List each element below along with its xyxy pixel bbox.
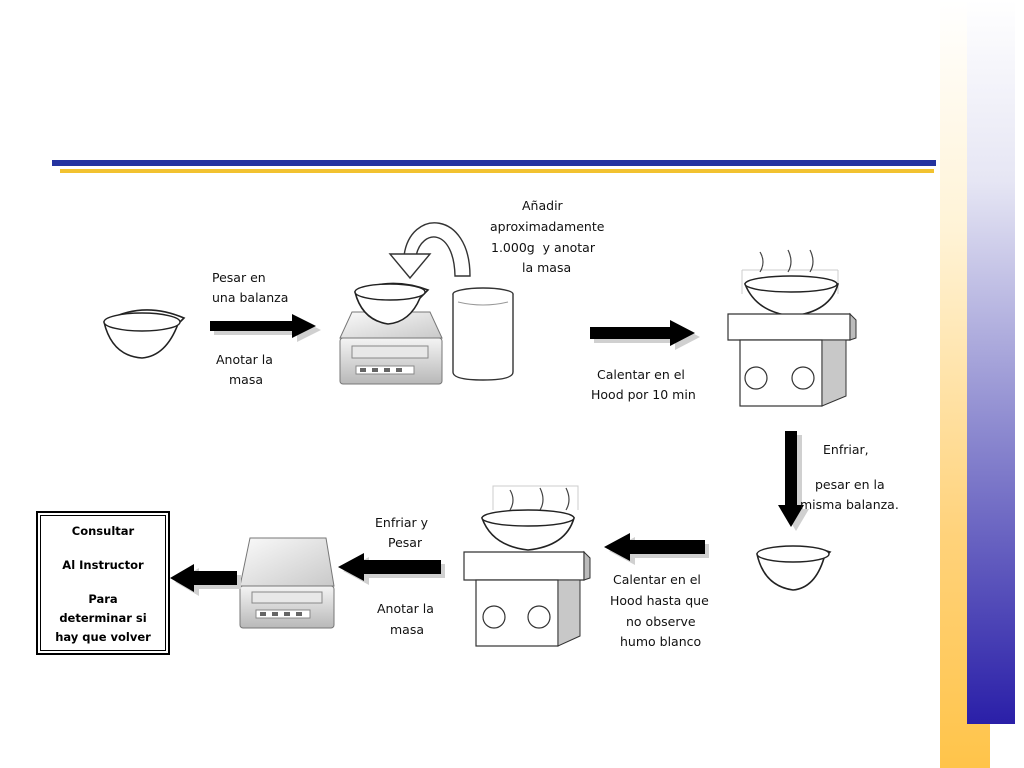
hot-plate-1	[727, 249, 857, 407]
label-calentar-1: Calentar en el	[597, 367, 685, 382]
label-hood-10-min: Hood por 10 min	[591, 387, 696, 402]
label-no-observe: no observe	[626, 614, 696, 629]
consult-line-1: Consultar	[71, 524, 135, 538]
label-masa-1: masa	[229, 372, 264, 387]
consult-line-5: hay que volver	[55, 630, 151, 644]
label-hood-hasta-que: Hood hasta que	[610, 593, 709, 608]
label-enfriar: Enfriar,	[823, 442, 869, 457]
evaporating-dish-on-balance	[354, 282, 430, 325]
sample-jar	[452, 287, 514, 381]
evaporating-dish-2	[756, 545, 832, 591]
label-una-balanza: una balanza	[212, 290, 289, 305]
label-anotar-la-2: Anotar la	[377, 601, 434, 616]
evaporating-dish-1	[103, 309, 186, 359]
curved-pour-arrow	[388, 222, 471, 280]
label-pesar-en: Pesar en	[212, 270, 266, 285]
label-la-masa: la masa	[522, 260, 572, 275]
side-bar-blue	[967, 0, 1015, 724]
consult-line-4: determinar si	[59, 611, 147, 625]
label-humo-blanco: humo blanco	[620, 634, 702, 649]
label-cantidad: 1.000g y anotar	[491, 240, 595, 255]
label-anotar-la: Anotar la	[216, 352, 273, 367]
consult-line-2: Al Instructor	[62, 558, 144, 572]
arrow-left-3	[170, 564, 241, 596]
header-rule-blue	[52, 160, 936, 166]
label-masa-2: masa	[390, 622, 425, 637]
hot-plate-2	[463, 485, 591, 647]
balance-1	[339, 311, 443, 385]
arrow-right-1	[210, 314, 321, 342]
label-pesar-en-la: pesar en la	[815, 477, 885, 492]
consult-line-3: Para	[88, 592, 118, 606]
consult-instructor-box: Consultar Al Instructor Para determinar …	[36, 511, 170, 655]
arrow-down	[778, 431, 809, 531]
label-aproximadamente: aproximadamente	[490, 219, 605, 234]
arrow-right-2	[590, 320, 700, 350]
balance-2	[239, 537, 335, 629]
label-anadir: Añadir	[522, 198, 563, 213]
label-enfriar-y: Enfriar y	[375, 515, 429, 530]
label-pesar: Pesar	[388, 535, 423, 547]
label-calentar-2: Calentar en el	[613, 572, 701, 587]
header-rule-gold	[60, 169, 934, 173]
arrow-left-2	[338, 553, 445, 585]
label-misma-balanza: misma balanza.	[800, 497, 899, 512]
arrow-left-1	[604, 533, 709, 565]
